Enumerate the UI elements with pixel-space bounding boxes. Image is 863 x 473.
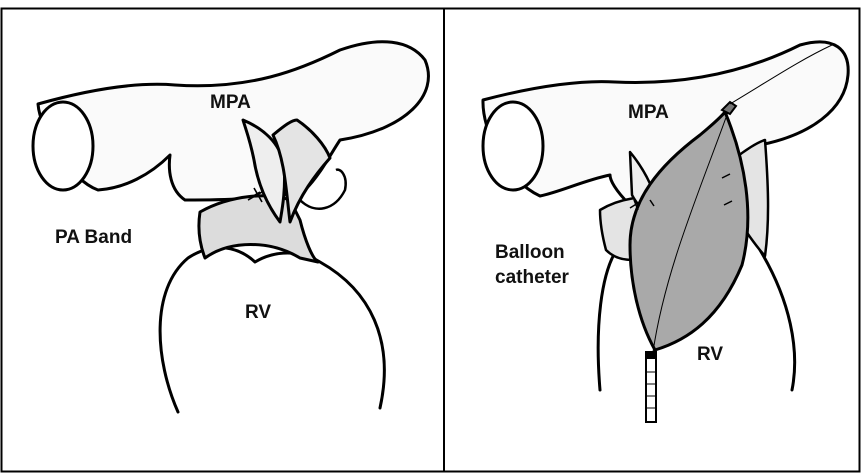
left-panel: MPA PA Band RV	[33, 42, 428, 412]
label-pa-band: PA Band	[55, 227, 132, 248]
pa-band	[199, 196, 318, 262]
mpa-vessel-left	[38, 42, 428, 200]
mpa-opening-right	[483, 102, 543, 190]
label-rv-left: RV	[245, 302, 271, 323]
rv-body-left	[160, 248, 384, 412]
label-mpa-left: MPA	[210, 92, 251, 113]
label-mpa-right: MPA	[628, 102, 669, 123]
label-catheter: catheter	[495, 267, 570, 288]
catheter-shaft	[646, 352, 656, 422]
mpa-opening-left	[33, 102, 93, 190]
right-panel: MPA Balloon catheter RV	[483, 42, 848, 422]
label-balloon: Balloon	[495, 242, 565, 263]
label-rv-right: RV	[697, 344, 723, 365]
